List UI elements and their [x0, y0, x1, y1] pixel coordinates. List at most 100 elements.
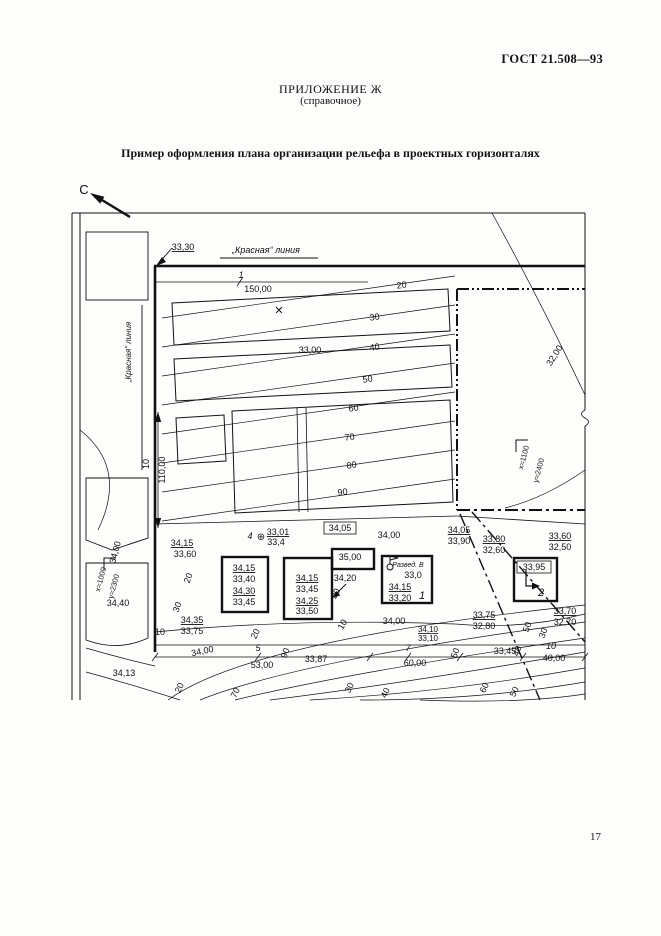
plan-label: 20 — [182, 572, 195, 585]
plan-label: 4 — [247, 531, 252, 541]
appendix-title: ПРИЛОЖЕНИЕ Ж — [278, 82, 382, 96]
plan-label: 33,30 — [172, 242, 195, 252]
plan-label: 32,80 — [473, 621, 496, 631]
plan-label: 20 — [173, 681, 186, 694]
adjacent-parcels — [85, 231, 149, 646]
plan-label: 34,00 — [378, 530, 401, 540]
red-line-boundary — [153, 247, 585, 652]
plan-label: 33,60 — [174, 549, 197, 559]
plan-label: 20 — [249, 627, 262, 640]
coordinate-grid-markers — [103, 439, 528, 570]
plan-label: 20 — [329, 587, 343, 601]
plan-label: 33,75 — [181, 626, 204, 636]
plan-label: 33,40 — [233, 574, 256, 584]
plan-label: у=2400 — [531, 457, 546, 483]
plan-label: 33,80 — [483, 534, 506, 544]
north-arrow-icon — [90, 193, 131, 219]
adjacent-territory-boundary — [456, 288, 586, 701]
plan-label: 40,00 — [543, 653, 566, 663]
plan-label: 34,00 — [107, 540, 122, 564]
plan-label: 33,70 — [554, 606, 577, 616]
plan-label: 32,00 — [544, 343, 564, 367]
plan-label: 50 — [449, 647, 462, 660]
plan-label: 33,0 — [404, 570, 422, 580]
design-contours-upper — [161, 275, 456, 522]
plan-label: 5 — [255, 643, 261, 653]
plan-label: 30 — [171, 601, 184, 614]
plan-label: 10 — [546, 641, 556, 651]
flag-icon — [389, 555, 399, 564]
plan-label: 30 — [369, 311, 380, 322]
plan-label: 33,90 — [448, 536, 471, 546]
figure-title: Пример оформления плана организации рель… — [121, 146, 540, 160]
plan-label: ⊕ — [257, 532, 265, 543]
plan-label: 34,00 — [190, 644, 214, 658]
plan-label: 33,20 — [389, 593, 412, 603]
plan-label: х=1100 — [516, 444, 531, 470]
plan-label: 34,15 — [296, 573, 319, 583]
plan-label: 110,00 — [157, 457, 167, 484]
plan-label: 90 — [279, 647, 292, 660]
plan-label: С — [79, 182, 88, 197]
plan-label: 70 — [229, 686, 242, 699]
plan-label: 33,50 — [296, 606, 319, 616]
plan-label: 50 — [521, 621, 534, 634]
buildings — [220, 521, 559, 621]
plan-label: 33,87 — [305, 654, 328, 664]
plan-label: 34,30 — [233, 586, 256, 596]
plan-label: 34,05 — [448, 525, 471, 535]
plan-label: 80 — [346, 459, 357, 470]
plan-label: 1 — [419, 590, 425, 602]
plan-label: у=2300 — [106, 573, 121, 599]
plan-label: 33,45 — [233, 597, 256, 607]
plan-label: 10 — [155, 627, 165, 637]
plan-label: 34,10 — [418, 625, 439, 634]
plan-label: 70 — [344, 431, 355, 442]
plan-label: 60 — [348, 402, 359, 413]
plan-label: 30 — [537, 627, 550, 640]
street-lines — [154, 515, 586, 646]
plan-label: „Красная“ линия — [124, 321, 133, 383]
plan-label: ✕ — [274, 305, 283, 317]
plan-label: 34,13 — [113, 668, 136, 678]
existing-contours-right — [79, 212, 586, 531]
plan-label: 35,00 — [339, 552, 362, 562]
drawing-frame — [71, 212, 589, 700]
plan-label: 2 — [537, 587, 544, 599]
plan-label: 33,45 — [296, 584, 319, 594]
plan-label: 34,35 — [181, 615, 204, 625]
plan-label: 34,40 — [107, 598, 130, 608]
plan-label: 34,05 — [329, 523, 352, 533]
plan-label: 34,20 — [334, 573, 357, 583]
plan-label: 60,00 — [404, 658, 427, 668]
plan-label: 33,75 — [473, 610, 496, 620]
plan-label: 53,00 — [251, 660, 274, 670]
plan-label: 34,15 — [171, 538, 194, 548]
plan-label: 32,70 — [554, 617, 577, 627]
plan-label: 32,50 — [549, 542, 572, 552]
plan-label: 30 — [343, 681, 356, 694]
plan-label: 50 — [362, 373, 373, 384]
plan-label: 40 — [379, 686, 392, 699]
plan-label: 33,45 — [494, 646, 517, 656]
plan-label: 34,25 — [296, 596, 319, 606]
plan-label: Развед. В — [392, 561, 424, 569]
plan-label: „Красная“ линия — [231, 245, 300, 255]
plan-label: 40 — [369, 341, 380, 352]
plan-label: 90 — [337, 486, 348, 497]
plan-label: х=1000 — [93, 566, 108, 592]
dimension-lines — [151, 276, 589, 662]
plan-label: 1 — [238, 270, 243, 280]
plan-label: 33,01 — [267, 527, 290, 537]
site-blocks — [171, 288, 454, 514]
plan-label: 32,60 — [483, 545, 506, 555]
plan-label: 33,10 — [418, 634, 439, 643]
plan-label: 33,60 — [549, 531, 572, 541]
plan-label: 7 — [405, 643, 411, 653]
plan-label: 33,4 — [267, 537, 285, 547]
plan-label: 150,00 — [244, 284, 272, 294]
plan-label: 34,00 — [383, 616, 406, 626]
